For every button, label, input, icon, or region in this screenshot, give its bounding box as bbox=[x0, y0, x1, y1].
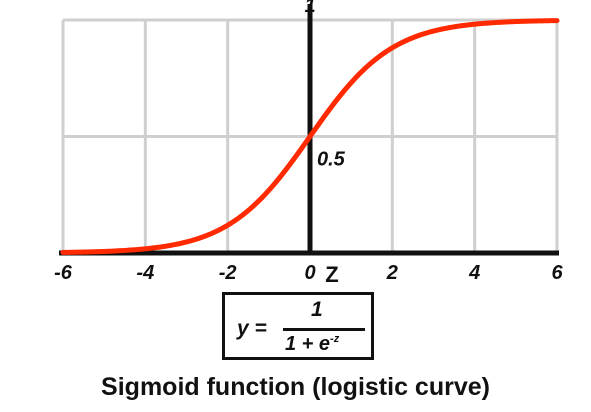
x-tick-label: -6 bbox=[54, 262, 73, 284]
formula-denominator: 1 + e-z bbox=[285, 333, 339, 356]
y-tick-label: 0.5 bbox=[317, 149, 346, 171]
formula-box: y = 1 1 + e-z bbox=[222, 292, 374, 360]
sigmoid-curve bbox=[60, 18, 560, 255]
x-tick-label: -4 bbox=[136, 262, 154, 284]
formula-numerator: 1 bbox=[311, 298, 323, 321]
x-tick-label: 6 bbox=[551, 262, 563, 284]
y-tick-label: 1 bbox=[304, 0, 315, 17]
formula-denominator-base: 1 + e bbox=[285, 333, 331, 355]
x-axis-label: Z bbox=[325, 262, 338, 287]
formula-fraction-bar bbox=[283, 328, 365, 331]
x-tick-label: -2 bbox=[219, 262, 237, 284]
formula-exponent: -z bbox=[330, 333, 340, 345]
chart-title: Sigmoid function (logistic curve) bbox=[101, 373, 490, 401]
x-tick-label: 0 bbox=[304, 262, 315, 284]
formula-lhs: y = bbox=[237, 317, 267, 340]
x-tick-label: 2 bbox=[386, 262, 398, 284]
x-tick-label: 4 bbox=[468, 262, 480, 284]
